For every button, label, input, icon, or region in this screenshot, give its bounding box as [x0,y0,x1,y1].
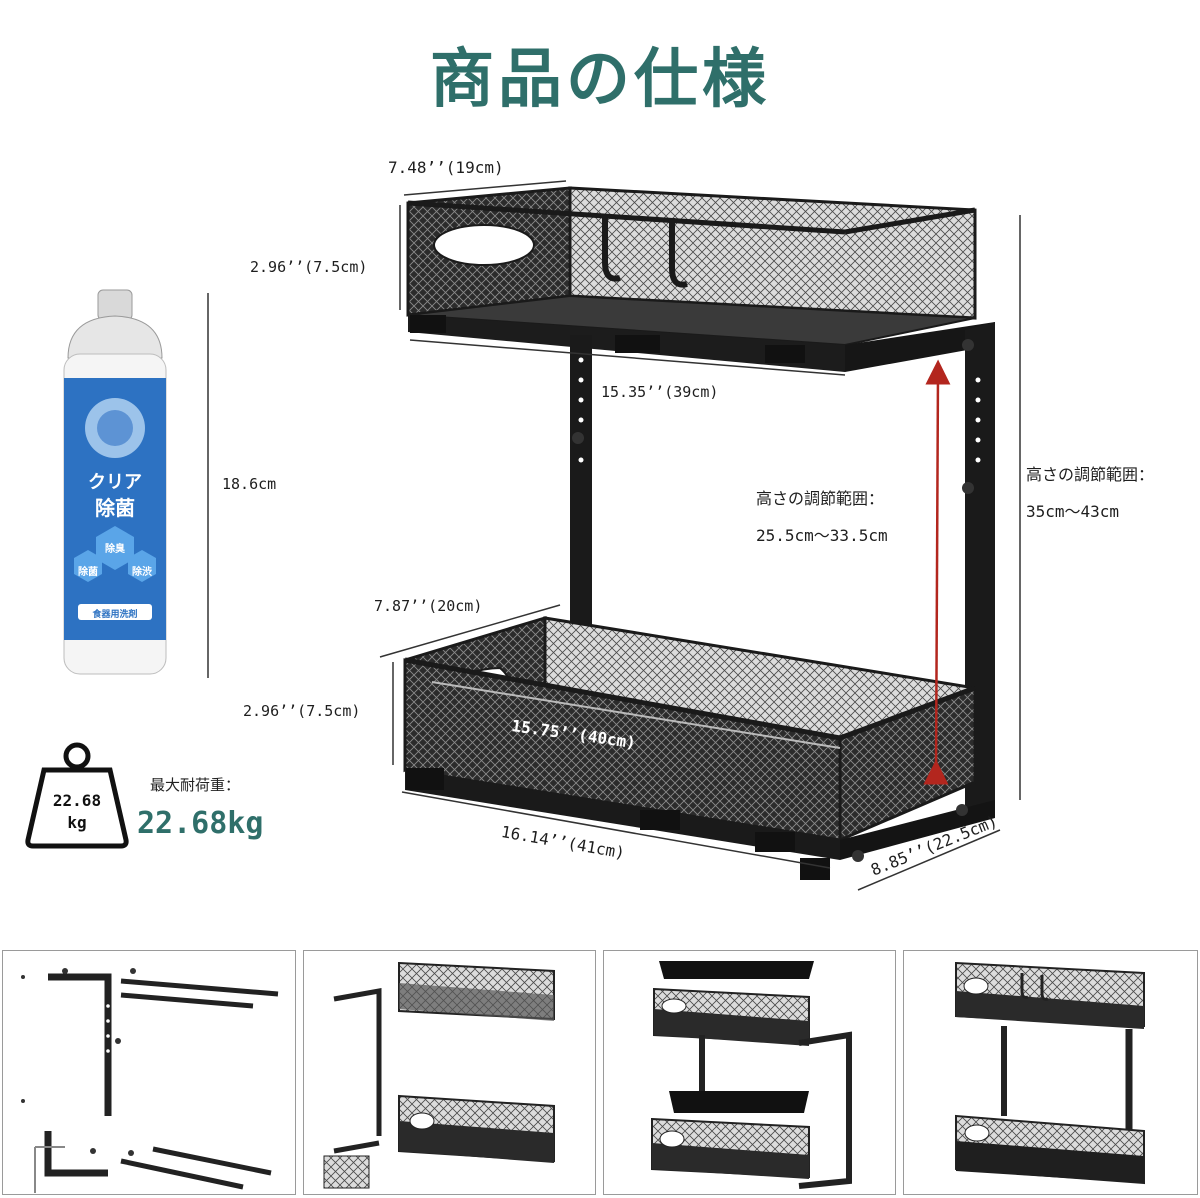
assembly-step-2 [303,950,596,1195]
weight-unit: kg [67,813,87,832]
bottle-line2: 除菌 [95,496,135,520]
dim-inner-range-value: 25.5cm～33.5cm [756,526,888,545]
dim-top-depth: 7.48’’(19cm) [388,158,504,177]
assembly-step-1 [2,950,296,1195]
dim-top-width: 15.35’’(39cm) [601,383,719,401]
dim-bottle-height: 18.6cm [222,475,277,493]
bottom-basket [403,615,995,880]
bottle-tag2: 除菌 [78,567,98,578]
dim-inner-range-label: 高さの調節範囲： [756,489,885,508]
dim-bottom-depth: 7.87’’(20cm) [374,597,483,615]
assembly-step-3 [603,950,896,1195]
weight-icon: 22.68 kg [22,740,132,850]
dim-top-height: 2.96’’(7.5cm) [250,258,368,276]
dim-bottom-height: 2.96’’(7.5cm) [243,702,361,720]
assembly-step-4 [903,950,1198,1195]
page-title: 商品の仕様 [430,43,770,117]
bottle-line1: クリア [88,472,142,493]
height-arrow [923,359,951,785]
bottle-label: 食器用洗剤 [92,610,138,620]
bottle-tag1: 除臭 [105,544,125,555]
dish-soap-bottle: クリア 除菌 除臭 除菌 除渋 食器用洗剤 [58,288,172,684]
max-load-label: 最大耐荷重： [150,776,241,794]
max-load-value: 22.68kg [137,806,264,841]
dim-outer-range-value: 35cm～43cm [1026,502,1120,521]
dimension-lines [207,180,1021,891]
top-basket [406,186,995,372]
bottle-tag3: 除渋 [132,567,152,578]
dim-outer-range-label: 高さの調節範囲： [1026,465,1155,484]
rack-diagram [207,180,1021,891]
weight-number: 22.68 [52,791,102,810]
